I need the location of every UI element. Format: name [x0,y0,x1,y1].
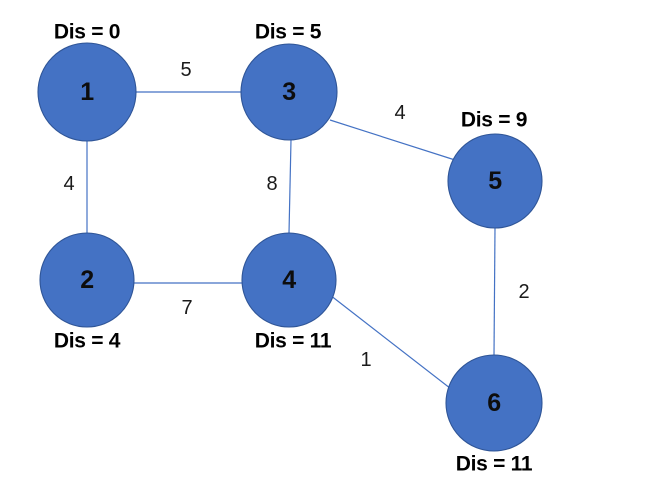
graph-node[interactable] [37,42,137,142]
graph-edge [329,294,456,393]
node-distance-label: Dis = 5 [255,21,322,44]
graph-node[interactable] [240,43,338,141]
node-label: 4 [282,266,296,294]
node-distance-label: Dis = 4 [54,330,121,353]
nodes-group: 1 2 3 4 5 6 [37,42,543,452]
distance-labels-group: Dis = 0 Dis = 4 Dis = 5 Dis = 11 Dis = 9 Dis … [54,20,534,476]
graph-node[interactable] [447,133,543,229]
graph-node[interactable] [445,354,543,452]
node-distance-label: Dis = 11 [255,330,332,353]
node-distance-label: Dis = 0 [54,21,120,44]
edge-weight-label: 5 [180,59,191,81]
node-label: 6 [487,389,500,417]
node-label: 2 [80,266,93,294]
edge-weight-label: 4 [63,173,74,195]
edge-weight-label: 1 [360,349,371,371]
graph-node[interactable] [241,232,337,328]
node-distance-label: Dis = 9 [461,109,527,132]
node-label: 5 [488,167,502,195]
graph-edge [329,119,456,161]
edge-weight-label: 2 [518,281,529,303]
edge-weight-label: 4 [394,102,405,124]
edge-weight-label: 8 [266,173,277,195]
node-distance-label: Dis = 11 [456,453,533,476]
node-label: 3 [282,78,295,106]
graph-edge [493,227,496,356]
graph-node[interactable] [39,232,135,328]
graph-edge [288,139,292,234]
node-label: 1 [80,78,94,106]
edges-group [86,91,496,393]
edge-weight-labels-group: 5 4 8 4 7 1 2 [63,59,529,371]
edge-weight-label: 7 [181,297,192,319]
